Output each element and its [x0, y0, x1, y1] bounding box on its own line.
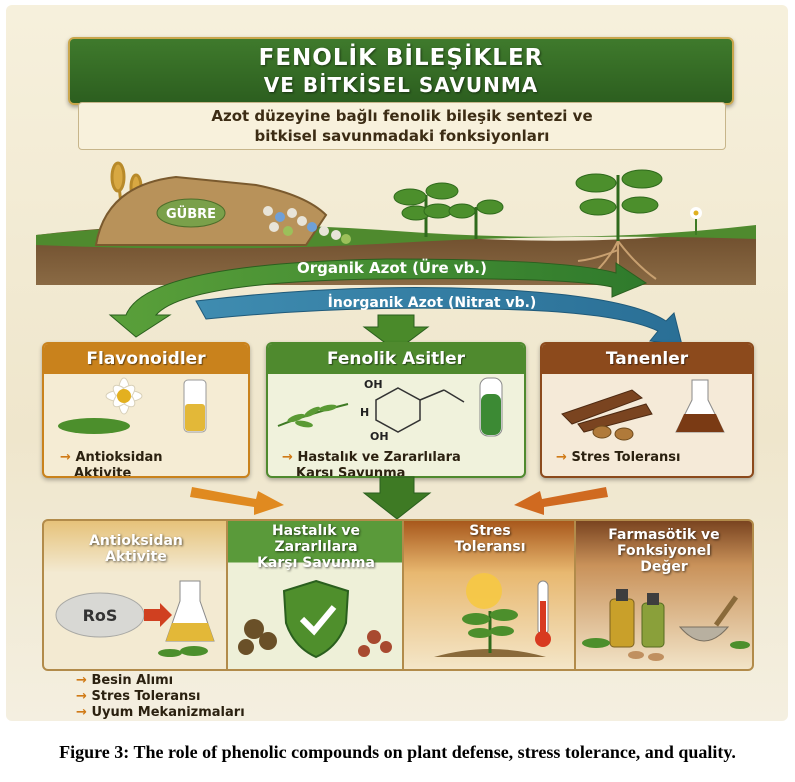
hydroxyl-label: OH	[364, 378, 383, 391]
category-flavonoids: Flavonoidler → Antioksidan Aktivite	[42, 342, 250, 478]
herb-sprig-icon	[277, 403, 349, 427]
shield-icon	[238, 579, 392, 659]
figure-caption: Figure 3: The role of phenolic compounds…	[59, 742, 736, 762]
title-line-1: FENOLİK BİLEŞİKLER	[258, 45, 544, 71]
category-item: → Antioksidan	[60, 450, 163, 465]
legend-item: → Stres Toleransı	[76, 689, 201, 704]
outcome-defense: Hastalık ve Zararlılara Karşı Savunma	[226, 519, 406, 671]
outcome-title: Stres Toleransı	[454, 523, 526, 555]
plant-icon	[448, 199, 504, 239]
category-title: Fenolik Asitler	[268, 344, 524, 374]
bottle-icon	[609, 589, 635, 648]
subtitle-line-2: bitkisel savunmadaki fonksiyonları	[254, 127, 550, 145]
title-line-2: VE BİTKİSEL SAVUNMA	[263, 73, 539, 97]
category-title: Flavonoidler	[44, 344, 248, 374]
category-tannins: Tanenler → Stres Toleransı	[540, 342, 754, 478]
category-item: Karşı Savunma	[296, 466, 406, 478]
soil-scene: GÜBRE	[36, 161, 756, 352]
infographic-poster: FENOLİK BİLEŞİKLER VE BİTKİSEL SAVUNMA A…	[6, 5, 788, 721]
category-item: Aktivite	[74, 466, 132, 478]
bark-and-nuts-icon	[561, 379, 725, 441]
title-banner: FENOLİK BİLEŞİKLER VE BİTKİSEL SAVUNMA	[68, 37, 734, 105]
category-item: → Stres Toleransı	[556, 450, 681, 465]
sprout-sun-icon	[434, 573, 551, 657]
organic-azot-label: Organik Azot (Üre vb.)	[297, 258, 487, 277]
ros-label: RoS	[83, 606, 118, 625]
bottle-icon	[641, 593, 665, 648]
fertilizer-sack-icon: GÜBRE	[94, 175, 351, 246]
subtitle-line-1: Azot düzeyine bağlı fenolik bileşik sent…	[211, 107, 593, 125]
benzene-ring	[375, 387, 465, 433]
outcome-title: Hastalık ve Zararlılara Karşı Savunma	[257, 523, 375, 571]
ros-icon: RoS	[55, 580, 215, 657]
subtitle-box: Azot düzeyine bağlı fenolik bileşik sent…	[78, 102, 726, 150]
hydroxyl-label: OH	[370, 430, 389, 443]
organic-azot-arrow	[108, 258, 648, 338]
inorganic-azot-label: İnorganik Azot (Nitrat vb.)	[328, 294, 537, 311]
daisy-icon	[58, 377, 207, 434]
category-item: → Hastalık ve Zararlılara	[282, 450, 461, 465]
outcome-title: Antioksidan Aktivite	[89, 533, 183, 565]
legend-item: → Besin Alımı	[76, 673, 174, 688]
flower-icon	[690, 207, 702, 235]
category-title: Tanenler	[542, 344, 752, 374]
flask-icon	[675, 379, 725, 433]
sack-label: GÜBRE	[166, 206, 216, 222]
thermometer-icon	[535, 580, 551, 647]
center-down-arrow	[362, 314, 430, 352]
mortar-pestle-icon	[678, 595, 739, 642]
beaker-icon	[165, 580, 215, 642]
plant-icon	[393, 182, 459, 237]
fertilizer-pellets	[263, 206, 351, 244]
outcome-antioxidant: Antioksidan Aktivite RoS	[42, 519, 230, 671]
phenolic-structure-icon: OH OH H	[277, 377, 503, 443]
test-tube-icon	[479, 377, 503, 437]
herbal-bottles-icon	[582, 589, 750, 661]
outcome-pharmaceutical: Farmasötik ve Fonksiyonel Değer	[574, 519, 754, 671]
sun-icon	[466, 573, 502, 609]
left-arrow	[514, 487, 608, 515]
right-arrow	[190, 487, 284, 515]
legend-item: → Uyum Mekanizmaları	[76, 705, 245, 720]
outcome-arrows	[190, 476, 608, 520]
hydrogen-label: H	[360, 406, 369, 419]
category-phenolic-acids: Fenolik Asitler OH OH	[266, 342, 526, 478]
beaker-icon	[183, 379, 207, 433]
outcome-title: Farmasötik ve Fonksiyonel Değer	[608, 527, 720, 575]
center-down-arrow	[362, 476, 432, 520]
outcome-stress-tolerance: Stres Toleransı	[402, 519, 578, 671]
